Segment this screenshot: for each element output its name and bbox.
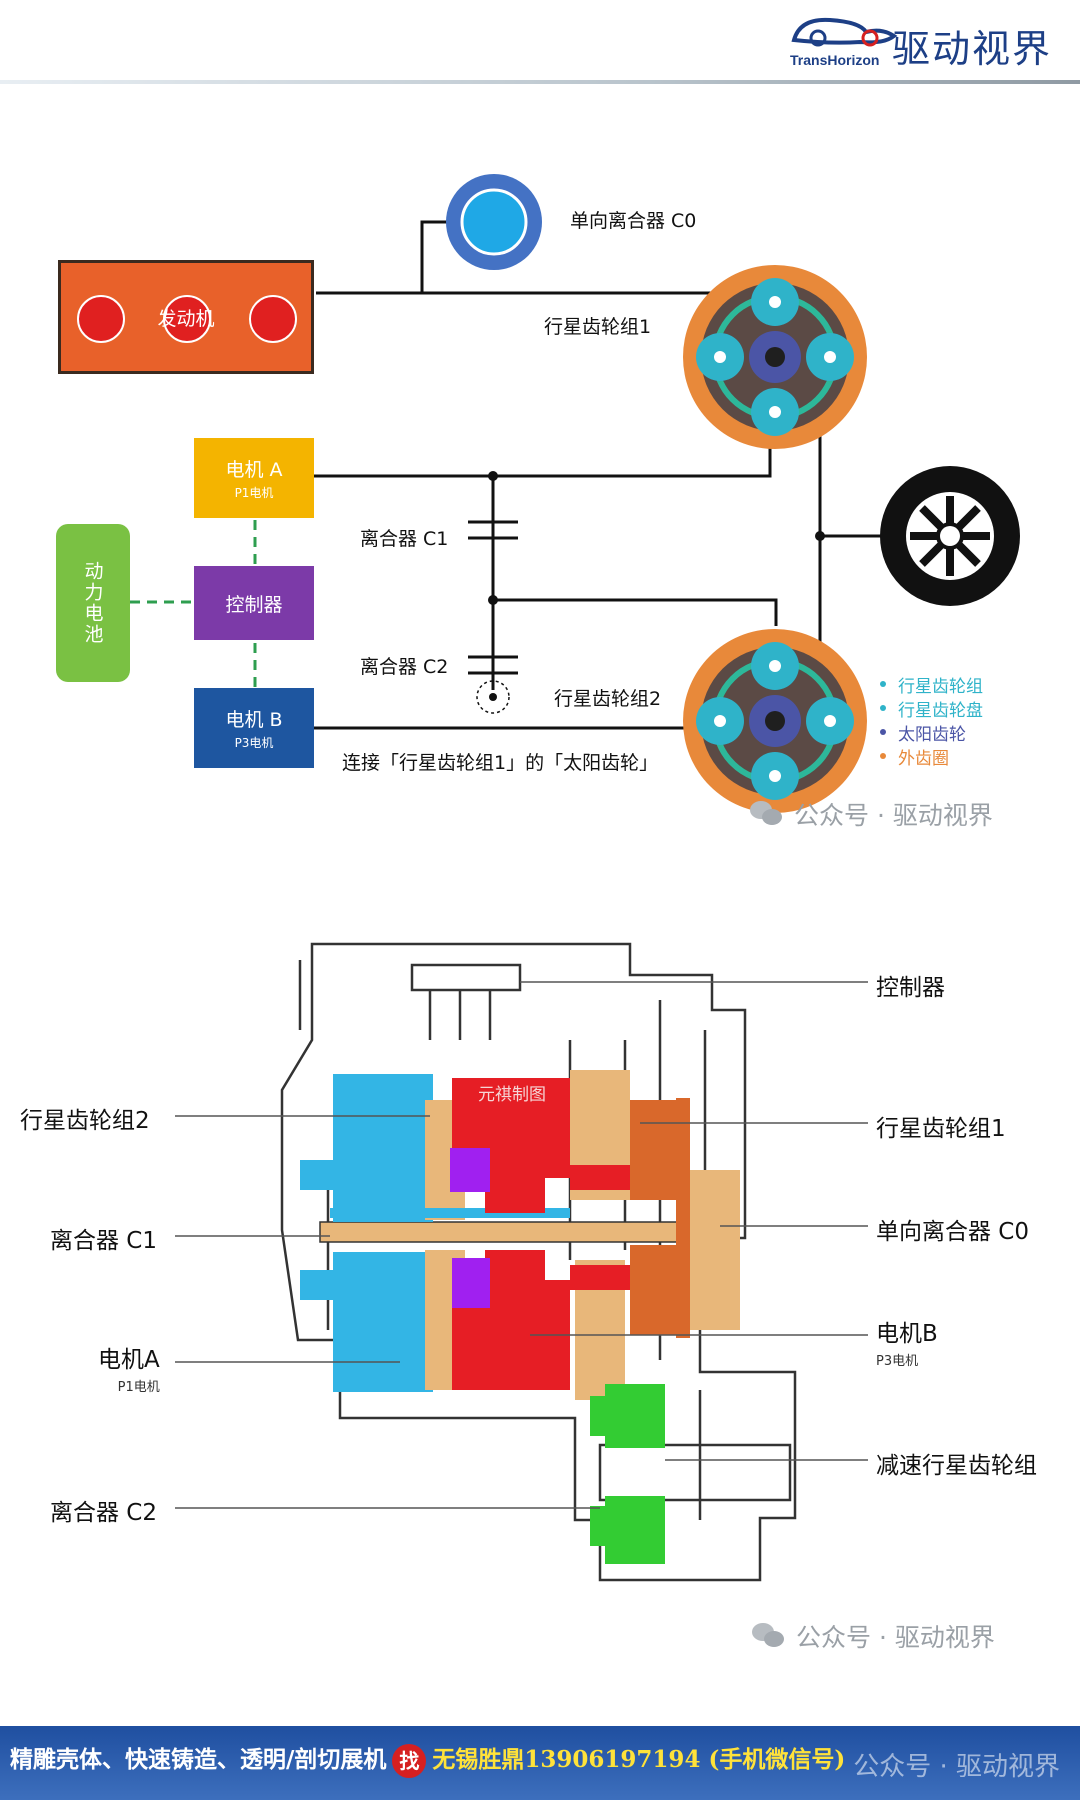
legend-item: 行星齿轮组 [880,672,983,697]
wechat-icon [750,801,784,827]
cut-label-planetary-set-2: 行星齿轮组2 [20,1108,150,1134]
footer-ad-text: 精雕壳体、快速铸造、透明/剖切展机 [10,1746,387,1773]
footer-contact: 无锡胜鼎13906197194 (手机微信号) [432,1746,846,1773]
planetary-set-2-label: 行星齿轮组2 [554,688,662,710]
legend-label: 行星齿轮组 [898,676,983,697]
legend-item: 外齿圈 [880,744,983,769]
drawing-credit-mark: 元祺制图 [478,1085,546,1105]
brand-name-cn: 驱动视界 [891,27,1052,71]
legend-label: 太阳齿轮 [898,724,966,745]
engine-cylinders [77,295,297,343]
motor-a-subtitle: P1电机 [234,486,274,500]
brand-logo-icon [791,17,898,47]
motor-a-block: 电机 A P1电机 [194,438,314,518]
legend-dot [880,681,886,687]
clutch-c1-label: 离合器 C1 [360,528,449,550]
footer-badge: 找 [392,1744,427,1778]
legend-dot [880,753,886,759]
cut-label-clutch-c2: 离合器 C2 [50,1500,158,1526]
planetary-set-1-label: 行星齿轮组1 [544,316,652,338]
legend-dot [880,729,886,735]
legend-item: 太阳齿轮 [880,720,983,745]
watermark-text: 公众号 · 驱动视界 [794,801,993,830]
gear-legend: 行星齿轮组 行星齿轮盘 太阳齿轮 外齿圈 [880,672,983,769]
one-way-clutch-label: 单向离合器 C0 [570,210,697,232]
battery-block: 动力电池 [56,524,130,682]
engine-label: 发动机 [157,307,215,330]
cut-label-motor-b: 电机B P3电机 [876,1314,938,1369]
header: TransHorizon 驱动视界 [0,0,1080,84]
cut-label-motor-b-title: 电机B [876,1321,938,1347]
cut-label-planetary-set-1: 行星齿轮组1 [876,1116,1006,1142]
motor-b-block: 电机 B P3电机 [194,688,314,768]
cut-label-motor-a: 电机A P1电机 [98,1340,160,1395]
legend-label: 行星齿轮盘 [898,700,983,721]
connection-note: 连接「行星齿轮组1」的「太阳齿轮」 [342,752,659,774]
legend-label: 外齿圈 [898,748,949,769]
legend-dot [880,705,886,711]
motor-b-title: 电机 B [225,709,283,731]
controller-label: 控制器 [225,593,283,616]
motor-b-subtitle: P3电机 [234,736,274,750]
watermark-bottom: 公众号 · 驱动视界 [752,1618,995,1654]
motor-a-title: 电机 A [225,459,283,481]
planetary-gear-set-1-icon [683,265,867,449]
controller-block: 控制器 [194,566,314,640]
battery-label: 动力电池 [81,561,104,645]
wechat-icon [752,1623,786,1649]
clutch-c2-label: 离合器 C2 [360,656,449,678]
cut-label-motor-a-title: 电机A [98,1347,160,1373]
brand-name-en: TransHorizon [790,52,880,68]
one-way-clutch-icon [446,174,542,270]
cut-label-controller: 控制器 [876,975,945,1001]
engine-block: 发动机 [58,260,314,374]
cut-label-motor-b-sub: P3电机 [876,1354,919,1369]
cut-label-clutch-c1: 离合器 C1 [50,1228,158,1254]
planetary-gear-set-2-icon [683,629,867,813]
cut-label-reduction-set: 减速行星齿轮组 [876,1453,1037,1479]
footer-watermark: 公众号 · 驱动视界 [853,1752,1060,1782]
wheel-icon [880,466,1020,606]
cut-label-one-way-clutch: 单向离合器 C0 [876,1219,1030,1245]
watermark-top: 公众号 · 驱动视界 [750,796,993,832]
legend-item: 行星齿轮盘 [880,696,983,721]
header-divider [0,80,1080,84]
footer-banner: 精雕壳体、快速铸造、透明/剖切展机找无锡胜鼎13906197194 (手机微信号… [0,1726,1080,1800]
footer-ad: 精雕壳体、快速铸造、透明/剖切展机找无锡胜鼎13906197194 (手机微信号… [10,1740,845,1778]
watermark-text: 公众号 · 驱动视界 [796,1623,995,1652]
cut-label-motor-a-sub: P1电机 [117,1380,160,1395]
